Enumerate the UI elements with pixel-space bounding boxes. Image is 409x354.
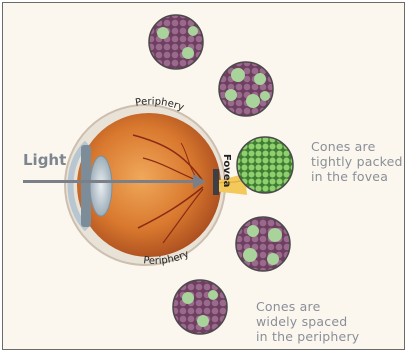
periphery-caption: Cones are widely spaced in the periphery [256,299,359,344]
diagram-frame: Periphery Fovea Periphery [2,2,405,350]
fovea-label: Fovea [221,154,232,187]
cone-sample-upper [219,62,273,116]
light-label: Light [23,151,66,169]
fovea-caption-line: tightly packed [311,154,403,169]
cone-sample-lower [236,217,290,271]
cone-sample-fovea [237,137,293,193]
periphery-caption-line: in the periphery [256,329,359,344]
cone-sample-top [149,15,203,69]
fovea-caption-line: in the fovea [311,169,403,184]
periphery-caption-line: Cones are [256,299,359,314]
fovea-caption: Cones are tightly packed in the fovea [311,139,403,184]
cone-sample-bottom [173,280,227,334]
fovea-caption-line: Cones are [311,139,403,154]
eyeball [65,105,247,265]
periphery-caption-line: widely spaced [256,314,359,329]
fovea-band [213,169,219,195]
